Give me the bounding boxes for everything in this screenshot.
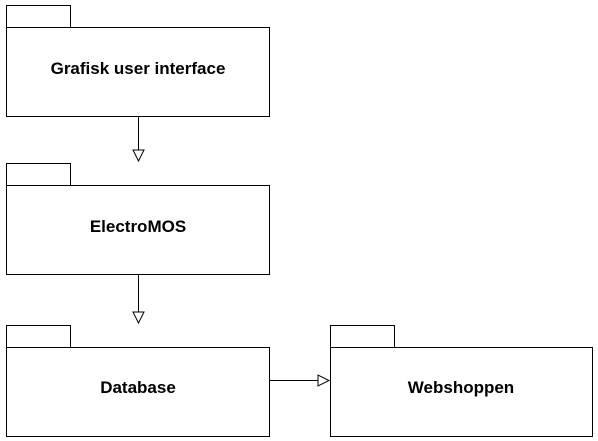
package-webshoppen[interactable]: Webshoppen bbox=[330, 325, 593, 437]
hollow-triangle-arrowhead-icon bbox=[317, 374, 331, 387]
package-label: Webshoppen bbox=[408, 378, 514, 397]
dependency-arrow-gui-electromos bbox=[132, 117, 145, 163]
package-tab bbox=[330, 325, 395, 348]
dependency-arrow-database-webshoppen bbox=[270, 374, 331, 387]
hollow-triangle-arrowhead-icon bbox=[132, 149, 145, 163]
package-gui[interactable]: Grafisk user interface bbox=[6, 5, 270, 117]
package-label: Grafisk user interface bbox=[51, 59, 226, 78]
package-tab bbox=[6, 5, 71, 28]
package-tab bbox=[6, 163, 71, 186]
package-label: Database bbox=[100, 378, 176, 397]
hollow-triangle-arrowhead-icon bbox=[132, 311, 145, 325]
package-database[interactable]: Database bbox=[6, 325, 270, 437]
package-electromos[interactable]: ElectroMOS bbox=[6, 163, 270, 275]
package-body bbox=[6, 347, 270, 437]
package-label: ElectroMOS bbox=[90, 217, 186, 236]
package-body bbox=[330, 347, 593, 437]
package-tab bbox=[6, 325, 71, 348]
dependency-arrow-electromos-database bbox=[132, 275, 145, 325]
package-body bbox=[6, 27, 270, 117]
package-body bbox=[6, 185, 270, 275]
